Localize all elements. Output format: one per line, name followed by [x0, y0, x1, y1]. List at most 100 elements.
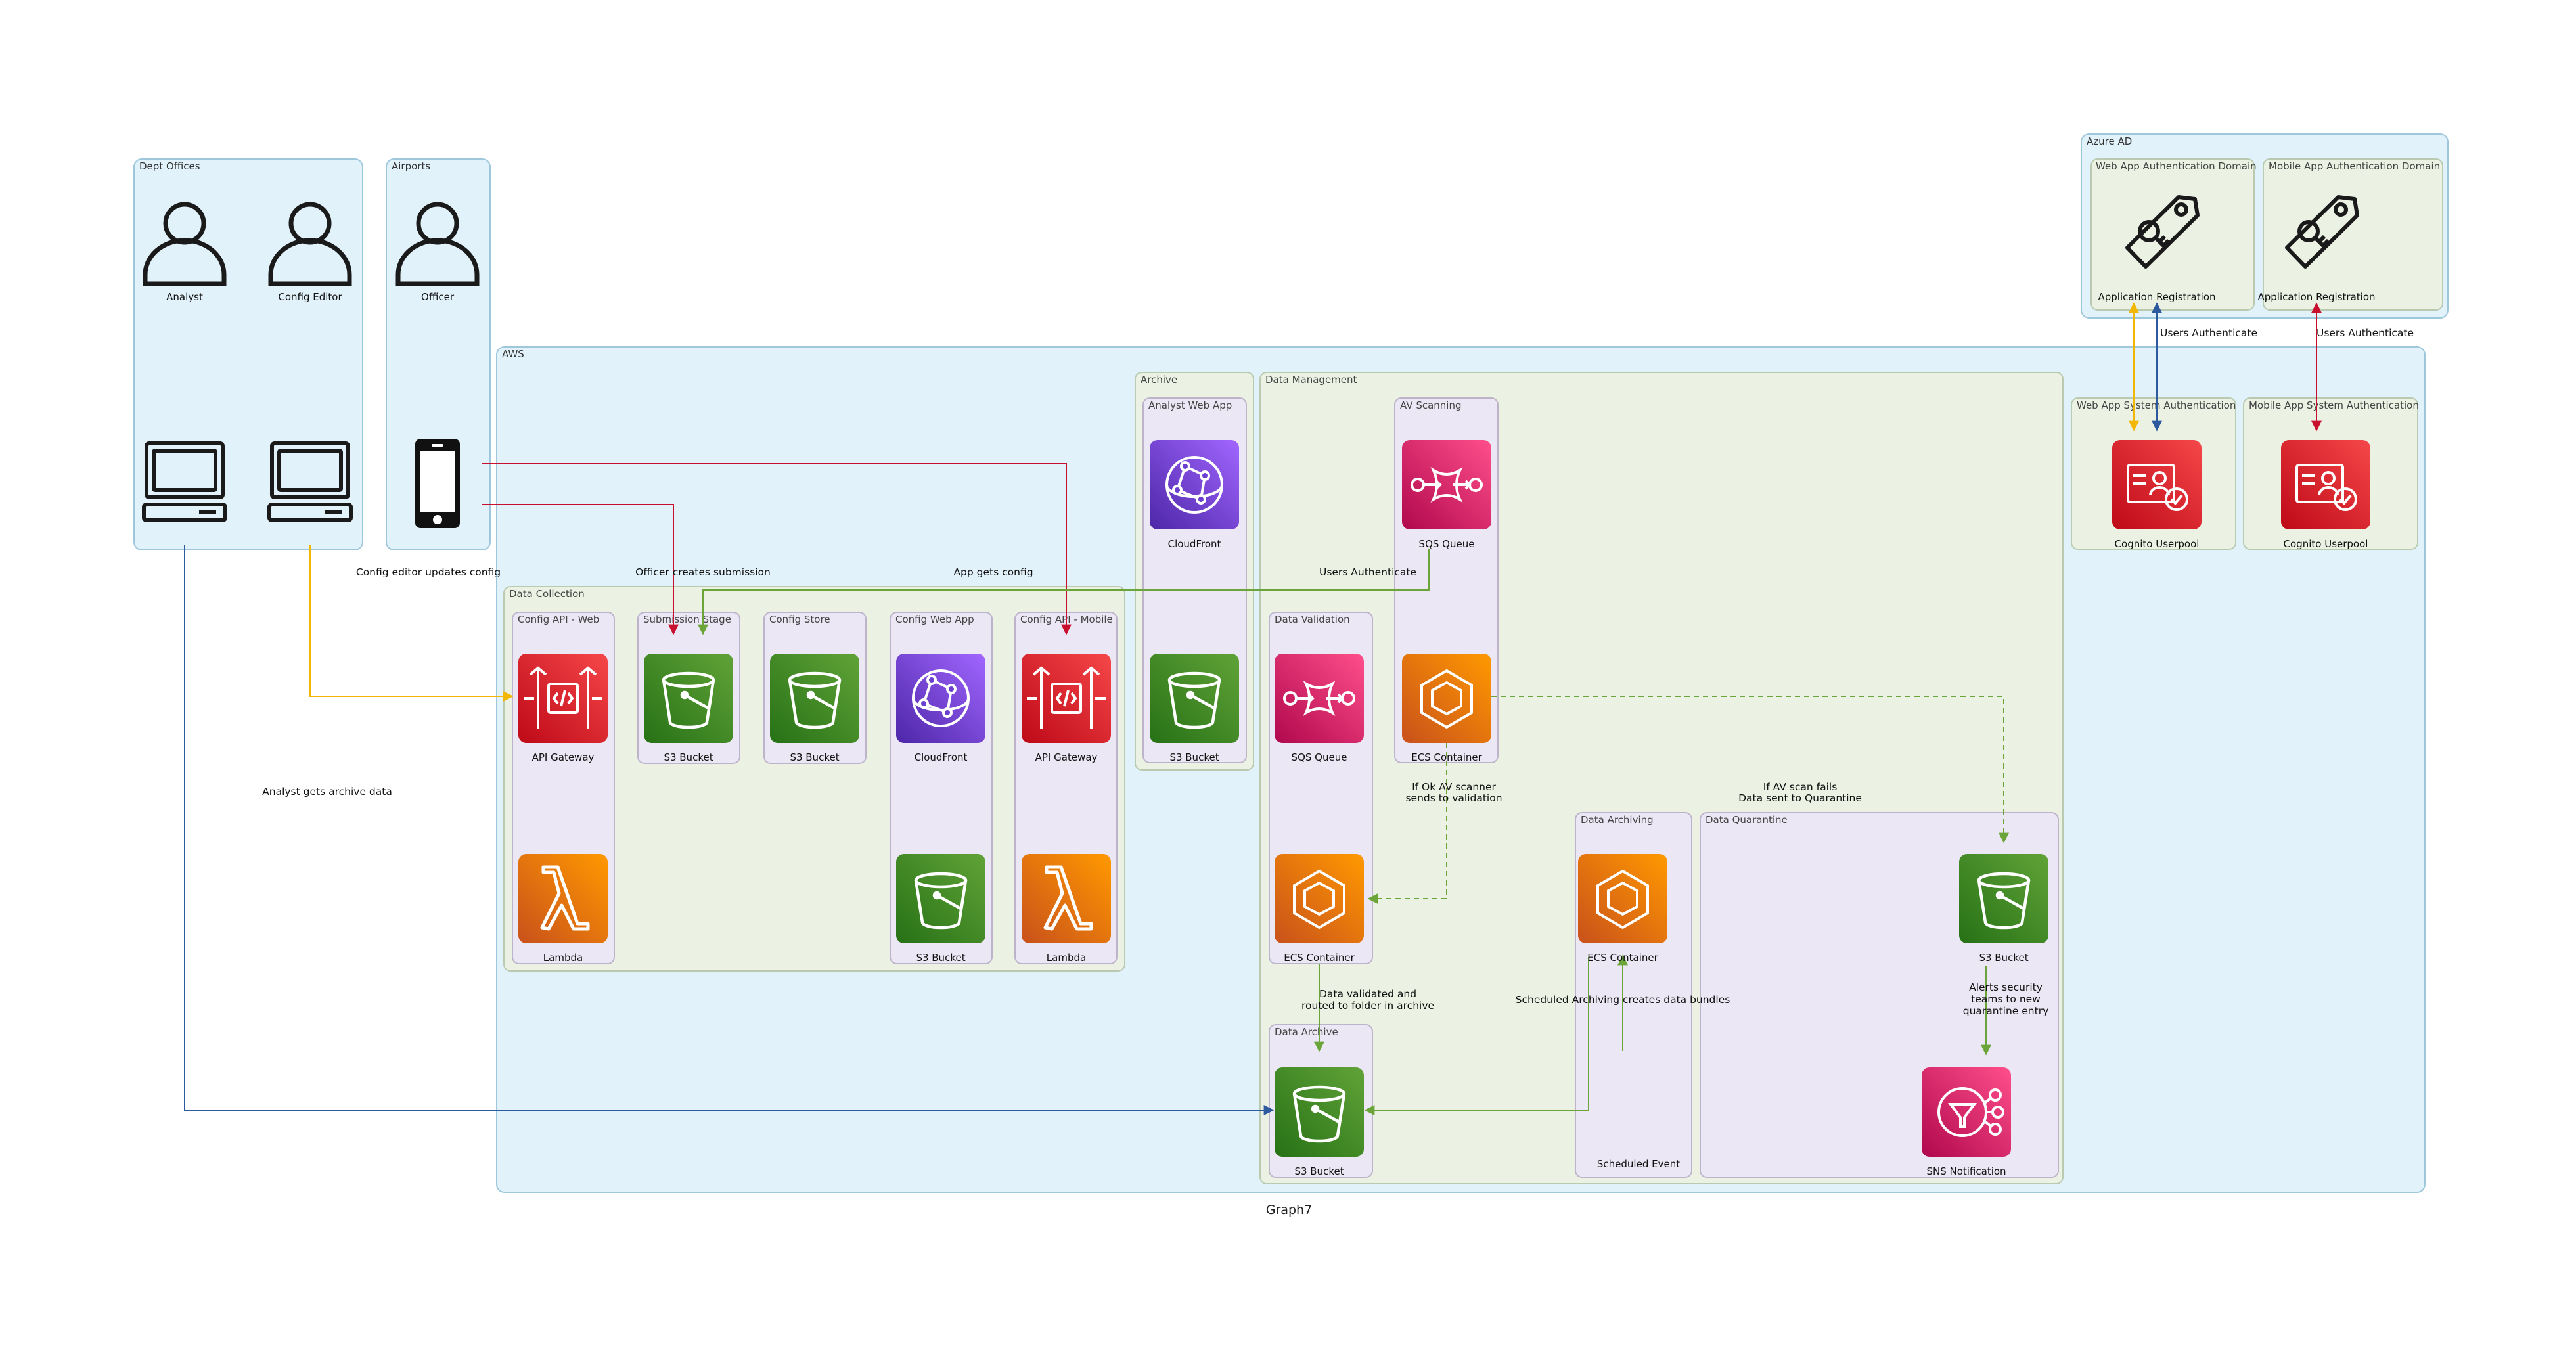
- cluster-label-data-validation: Data Validation: [1275, 614, 1350, 625]
- node-lambda-mobile[interactable]: Lambda: [1022, 854, 1111, 964]
- node-label-lambda-mobile: Lambda: [1047, 952, 1086, 964]
- sqs-queue-icon: [1411, 466, 1483, 503]
- node-label-cloudfront-config: CloudFront: [915, 752, 968, 763]
- api-gateway-icon: [524, 666, 602, 729]
- edge-av-fail: [1491, 696, 2009, 843]
- ecs-container-icon: [1596, 869, 1649, 930]
- node-cognito-mobile[interactable]: Cognito Userpool: [2281, 440, 2370, 550]
- cluster-web-auth-domain: [2090, 158, 2255, 311]
- cluster-label-airports: Airports: [392, 160, 430, 172]
- edge-label-app-gets-config: App gets config: [953, 566, 1033, 578]
- node-sqs-av[interactable]: SQS Queue: [1402, 440, 1491, 550]
- edge-label-av-ok-1: If Ok AV scanner: [1412, 781, 1496, 793]
- edge-label-av-fail-1: If AV scan fails: [1763, 781, 1838, 793]
- node-ecs-validation[interactable]: ECS Container: [1275, 854, 1364, 964]
- node-mobile[interactable]: [415, 439, 460, 528]
- node-apigw-web[interactable]: API Gateway: [518, 654, 608, 763]
- sqs-queue-icon: [1283, 680, 1355, 717]
- edge-label-users-auth-sqs: Users Authenticate: [1319, 566, 1416, 578]
- node-label-s3-config-web: S3 Bucket: [916, 952, 965, 964]
- graph-title: Graph7: [1266, 1203, 1312, 1217]
- node-cognito-web[interactable]: Cognito Userpool: [2112, 440, 2202, 550]
- cluster-label-data-quarantine: Data Quarantine: [1706, 814, 1788, 826]
- node-sqs-validation[interactable]: SQS Queue: [1275, 654, 1364, 763]
- node-label-ecs-validation: ECS Container: [1284, 952, 1355, 964]
- node-ecs-av[interactable]: ECS Container: [1402, 654, 1491, 763]
- node-label-s3-config-store: S3 Bucket: [790, 752, 839, 763]
- cluster-label-analyst-web-app: Analyst Web App: [1148, 399, 1232, 411]
- edge-label-validated-1: Data validated and: [1319, 988, 1416, 1000]
- cluster-label-web-auth-domain: Web App Authentication Domain: [2096, 160, 2257, 172]
- node-label-ecs-av: ECS Container: [1411, 752, 1482, 763]
- node-label-sqs-validation: SQS Queue: [1292, 752, 1347, 763]
- lambda-icon: [1043, 865, 1093, 931]
- node-ecs-archiving[interactable]: ECS Container: [1578, 854, 1667, 964]
- edges: [184, 302, 2322, 1115]
- cluster-label-config-store: Config Store: [769, 614, 830, 625]
- api-gateway-icon: [1027, 666, 1106, 729]
- node-s3-config-store[interactable]: S3 Bucket: [770, 654, 859, 763]
- node-label-app-reg-web: Application Registration: [2098, 291, 2215, 303]
- edge-labels: Config editor updates config Officer cre…: [262, 327, 2414, 1017]
- node-label-lambda-web: Lambda: [543, 952, 583, 964]
- node-apigw-mobile[interactable]: API Gateway: [1022, 654, 1111, 763]
- node-lambda-web[interactable]: Lambda: [518, 854, 608, 964]
- cognito-icon: [2127, 464, 2188, 511]
- node-s3-submission[interactable]: S3 Bucket: [644, 654, 733, 763]
- node-label-ecs-archiving: ECS Container: [1587, 952, 1658, 964]
- cluster-label-dept-offices: Dept Offices: [139, 160, 200, 172]
- edge-label-av-ok-2: sends to validation: [1405, 792, 1502, 804]
- edge-av-ok: [1367, 742, 1447, 904]
- cluster-label-data-collection: Data Collection: [509, 588, 585, 600]
- edge-officer-submission: [482, 504, 679, 635]
- cluster-label-mobile-auth-domain: Mobile App Authentication Domain: [2269, 160, 2440, 172]
- node-analyst[interactable]: Analyst: [143, 202, 227, 303]
- app-registration-key-icon: [2125, 195, 2200, 269]
- node-sns[interactable]: SNS Notification: [1922, 1067, 2011, 1177]
- edge-label-users-auth-web: Users Authenticate: [2160, 327, 2257, 339]
- cluster-label-data-management: Data Management: [1265, 374, 1357, 386]
- node-app-reg-mobile[interactable]: Application Registration: [2257, 195, 2376, 303]
- edge-config-editor-updates: [309, 545, 514, 702]
- laptop-icon: [267, 441, 353, 522]
- cognito-icon: [2295, 464, 2357, 511]
- node-laptop-editor[interactable]: [267, 441, 353, 522]
- node-app-reg-web[interactable]: Application Registration: [2098, 195, 2216, 303]
- node-config-editor[interactable]: Config Editor: [268, 202, 352, 303]
- node-label-officer: Officer: [421, 291, 455, 303]
- node-cloudfront-config[interactable]: CloudFront: [896, 654, 985, 763]
- cloudfront-icon: [912, 669, 970, 727]
- edge-app-gets-config: [482, 463, 1072, 635]
- edge-label-alerts-3: quarantine entry: [1963, 1005, 2049, 1017]
- lambda-icon: [540, 865, 590, 931]
- node-scheduled-event[interactable]: Scheduled Event: [1597, 1158, 1680, 1170]
- node-label-s3-quarantine: S3 Bucket: [1979, 952, 2028, 964]
- node-cloudfront-archive[interactable]: CloudFront: [1150, 440, 1239, 550]
- cluster-label-config-web-app: Config Web App: [895, 614, 974, 625]
- ecs-container-icon: [1420, 669, 1473, 729]
- node-label-s3-archive-app: S3 Bucket: [1169, 752, 1219, 763]
- node-label-apigw-web: API Gateway: [532, 752, 595, 763]
- edge-archiving-bundles: [1364, 957, 1589, 1115]
- node-laptop-analyst[interactable]: [142, 441, 227, 522]
- node-label-scheduled-event: Scheduled Event: [1597, 1158, 1680, 1170]
- node-s3-config-web[interactable]: S3 Bucket: [896, 854, 985, 964]
- cluster-label-data-archiving: Data Archiving: [1581, 814, 1654, 826]
- node-officer[interactable]: Officer: [395, 202, 480, 303]
- cluster-label-archive: Archive: [1141, 374, 1177, 386]
- user-icon: [395, 202, 480, 286]
- node-s3-quarantine[interactable]: S3 Bucket: [1959, 854, 2048, 964]
- user-icon: [268, 202, 352, 286]
- cluster-label-config-api-web: Config API - Web: [518, 614, 599, 625]
- s3-bucket-icon: [662, 671, 715, 729]
- edge-label-officer-creates: Officer creates submission: [635, 566, 771, 578]
- node-label-s3-data-archive: S3 Bucket: [1294, 1165, 1344, 1177]
- s3-bucket-icon: [1977, 872, 2031, 930]
- s3-bucket-icon: [914, 872, 968, 930]
- cluster-label-aws: AWS: [502, 348, 524, 360]
- node-s3-data-archive[interactable]: S3 Bucket: [1275, 1067, 1364, 1177]
- edge-users-authenticate-sqs: [698, 549, 1430, 635]
- node-s3-archive-app[interactable]: S3 Bucket: [1150, 654, 1239, 763]
- node-label-cognito-web: Cognito Userpool: [2115, 538, 2200, 550]
